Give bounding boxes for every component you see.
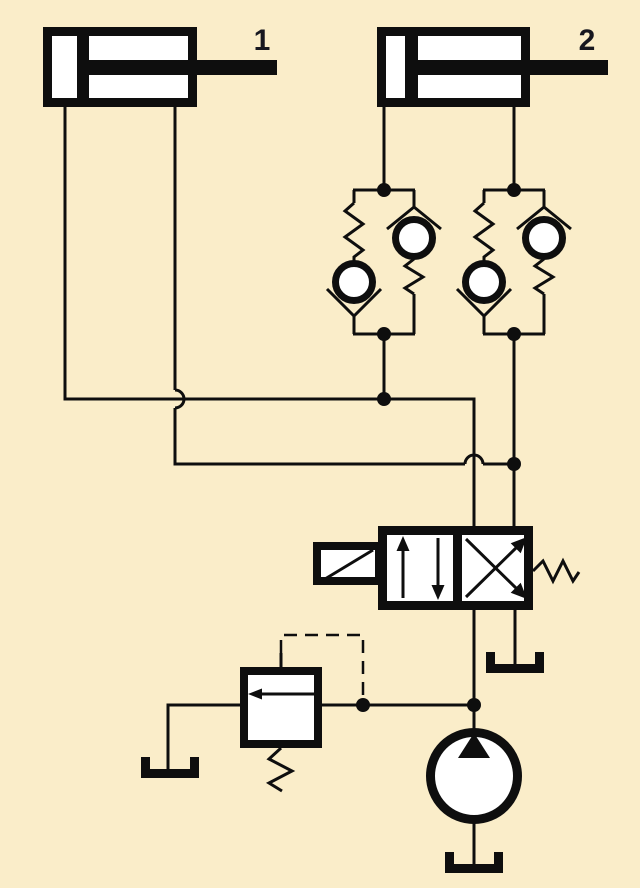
arrow-up-icon xyxy=(396,536,410,551)
spring-icon xyxy=(265,746,296,793)
arrow-cross-icon xyxy=(510,537,527,554)
junction-dot xyxy=(467,698,481,712)
cylinder-2 xyxy=(377,27,608,107)
piston xyxy=(405,34,418,100)
pump-circle xyxy=(426,728,522,824)
spring-icon xyxy=(531,557,581,585)
piston-rod xyxy=(418,60,608,75)
tank-under-relief xyxy=(141,757,199,778)
junction-dot xyxy=(356,698,370,712)
junction-dot xyxy=(507,457,521,471)
directional-valve xyxy=(313,526,581,610)
cylinder-1 xyxy=(43,27,277,107)
junction-dot xyxy=(377,392,391,406)
line-hop-icon xyxy=(174,388,186,410)
pump xyxy=(426,728,522,824)
check-valve-block-right xyxy=(457,190,571,334)
arrow-left-icon xyxy=(248,688,262,700)
junction-dot xyxy=(507,183,521,197)
pilot-line xyxy=(279,633,365,700)
check-valve-block-left xyxy=(327,190,441,334)
arrow-cross-icon xyxy=(510,582,527,599)
line-hop-icon xyxy=(463,453,485,465)
junction-dot xyxy=(377,183,391,197)
relief-valve xyxy=(240,667,322,793)
relief-valve-body xyxy=(240,667,322,748)
piston-rod xyxy=(89,60,277,75)
pipework xyxy=(63,107,517,866)
pump-flow-triangle-icon xyxy=(458,733,490,758)
cylinder-1-label: 1 xyxy=(254,24,271,57)
junction-dot xyxy=(377,327,391,341)
junction-dots xyxy=(356,183,521,712)
cylinder-2-label: 2 xyxy=(579,24,596,57)
junction-dot xyxy=(507,327,521,341)
arrow-down-icon xyxy=(431,585,445,600)
piston xyxy=(77,34,89,100)
